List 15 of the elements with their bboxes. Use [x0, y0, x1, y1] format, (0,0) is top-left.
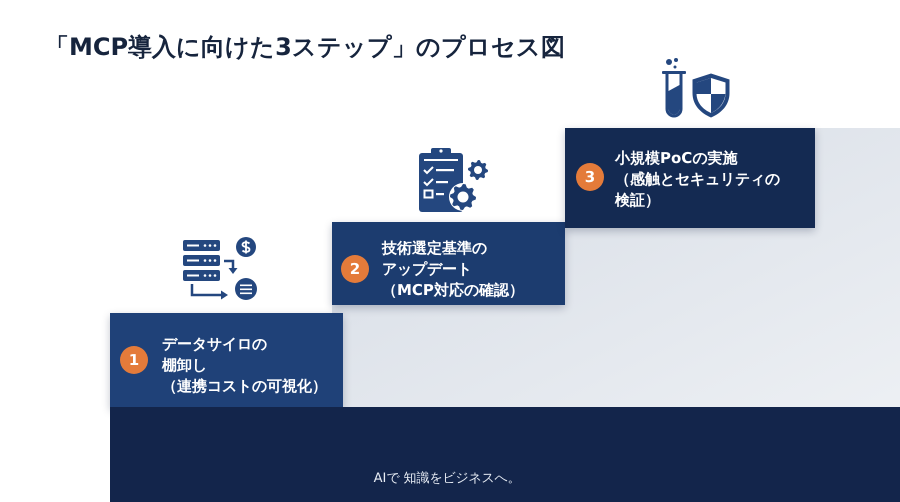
- diagram-title: 「MCP導入に向けた3ステップ」のプロセス図: [45, 32, 565, 63]
- tagline: AIで 知識をビジネスへ。: [374, 470, 520, 487]
- step-subtitle: （連携コストの可視化）: [162, 376, 328, 397]
- step-number: 1: [120, 346, 148, 374]
- step-title: 小規模PoCの実施: [615, 148, 738, 169]
- step-card: [110, 313, 343, 408]
- step-subtitle: （MCP対応の確認）: [382, 280, 525, 301]
- step-subtitle: （感触とセキュリティの検証）: [615, 169, 781, 211]
- step-card: [332, 222, 565, 305]
- step-number: 2: [341, 255, 369, 283]
- footer-band: [110, 407, 900, 502]
- step-number: 3: [576, 163, 604, 191]
- step-title: 技術選定基準のアップデート: [382, 238, 488, 280]
- step-card: [565, 128, 815, 228]
- step-title: データサイロの棚卸し: [162, 334, 268, 376]
